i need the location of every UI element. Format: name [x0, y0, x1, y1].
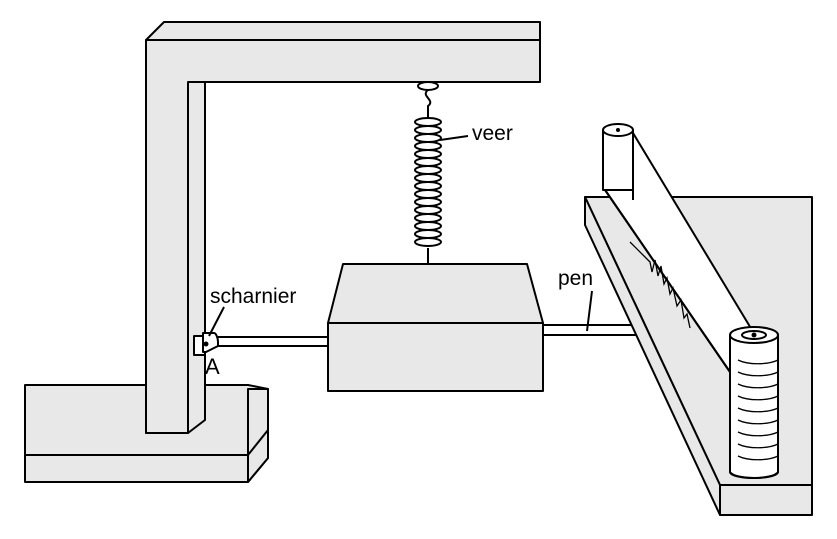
roll-paper-line: [737, 431, 779, 437]
roll-paper-line: [737, 407, 779, 413]
spring-coil: [414, 205, 442, 215]
spring-coil: [414, 133, 442, 143]
mass-block: [327, 263, 544, 392]
spring-coil: [414, 141, 442, 151]
spring-coil: [414, 197, 442, 207]
roll-paper-line: [737, 371, 779, 377]
spring-coil: [414, 221, 442, 231]
spring-leader: [439, 135, 469, 141]
roll-paper-line: [737, 383, 779, 389]
spring-coil: [414, 213, 442, 223]
hinge-leader: [208, 306, 225, 337]
point-a-label: A: [205, 354, 220, 379]
hinge-rod: [209, 336, 329, 347]
spring-coil: [414, 229, 442, 239]
pen-trace: [629, 241, 691, 329]
spring-coil: [414, 157, 442, 167]
spring-coil: [414, 125, 442, 135]
spring-coil: [414, 173, 442, 183]
spring-coil: [414, 189, 442, 199]
pen-leader: [586, 290, 593, 332]
spring-coil: [414, 117, 442, 127]
paper-roll-back: [602, 123, 634, 191]
stand: [145, 21, 541, 434]
roll-paper-line: [737, 395, 779, 401]
spring-coil: [414, 165, 442, 175]
hinge: [193, 332, 219, 356]
spring-label: veer: [472, 122, 513, 145]
roll-paper-line: [737, 443, 779, 449]
roll-paper-line: [737, 359, 779, 365]
spring-coil: [414, 237, 442, 247]
paper-roll-front: [729, 326, 779, 479]
roll-paper-line: [737, 455, 779, 461]
pen-label: pen: [558, 267, 593, 290]
roll-paper-line: [737, 419, 779, 425]
spring-coil: [414, 181, 442, 191]
spring-coil: [414, 149, 442, 159]
hinge-label: scharnier: [210, 285, 296, 308]
